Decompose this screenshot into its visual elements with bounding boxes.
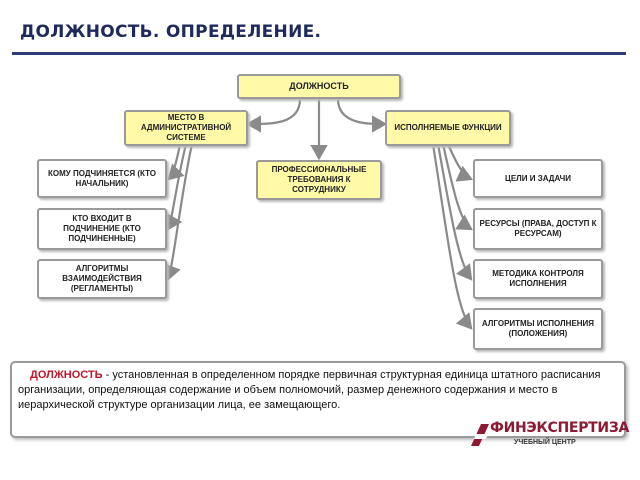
connector-functions-right-2 [441, 143, 473, 231]
right-box-resources: РЕСУРСЫ (ПРАВА, ДОСТУП К РЕСУРСАМ) [473, 208, 603, 250]
connector-root-functions [336, 98, 388, 133]
right-box-goals: ЦЕЛИ И ЗАДАЧИ [473, 159, 603, 198]
right-box-execution-algorithms: АЛГОРИТМЫ ИСПОЛНЕНИЯ (ПОЛОЖЕНИЯ) [473, 308, 603, 350]
logo-subtitle: УЧЕБНЫЙ ЦЕНТР [514, 439, 576, 446]
connector-place-left-2 [166, 143, 188, 231]
connector-functions-right-3 [436, 143, 473, 281]
right-box-control-method: МЕТОДИКА КОНТРОЛЯ ИСПОЛНЕНИЯ [473, 259, 603, 299]
requirements-box: ПРОФЕССИОНАЛЬНЫЕ ТРЕБОВАНИЯ К СОТРУДНИКУ [256, 160, 382, 200]
functions-box: ИСПОЛНЯЕМЫЕ ФУНКЦИИ [385, 110, 511, 146]
logo-mark-icon [471, 424, 489, 446]
connector-functions-right-1 [446, 143, 474, 182]
left-box-interaction-algorithms: АЛГОРИТМЫ ВЗАИМОДЕЙСТВИЯ (РЕГЛАМЕНТЫ) [37, 259, 167, 299]
logo: ФИНЭКСПЕРТИЗА УЧЕБНЫЙ ЦЕНТР [468, 418, 629, 458]
connector-root-place [245, 98, 302, 133]
definition-term: ДОЛЖНОСТЬ [30, 369, 103, 381]
title-divider [12, 52, 626, 55]
page-title: ДОЛЖНОСТЬ. ОПРЕДЕЛЕНИЕ. [20, 22, 322, 42]
left-box-subordinates: КТО ВХОДИТ В ПОДЧИНЕНИЕ (КТО ПОДЧИНЕННЫЕ… [37, 208, 167, 250]
connector-place-left-3 [164, 143, 194, 282]
place-box: МЕСТО В АДМИНИСТРАТИВНОЙ СИСТЕМЕ [124, 110, 248, 146]
root-box: ДОЛЖНОСТЬ [237, 74, 401, 99]
connector-functions-right-4 [431, 143, 473, 330]
definition-text: - установленная в определенном порядке п… [18, 369, 601, 411]
definition-box: ДОЛЖНОСТЬ - установленная в определенном… [10, 361, 626, 438]
logo-name: ФИНЭКСПЕРТИЗА [490, 420, 629, 436]
connector-place-left-1 [167, 143, 185, 181]
left-box-subordinate-to: КОМУ ПОДЧИНЯЕТСЯ (КТО НАЧАЛЬНИК) [37, 159, 167, 198]
